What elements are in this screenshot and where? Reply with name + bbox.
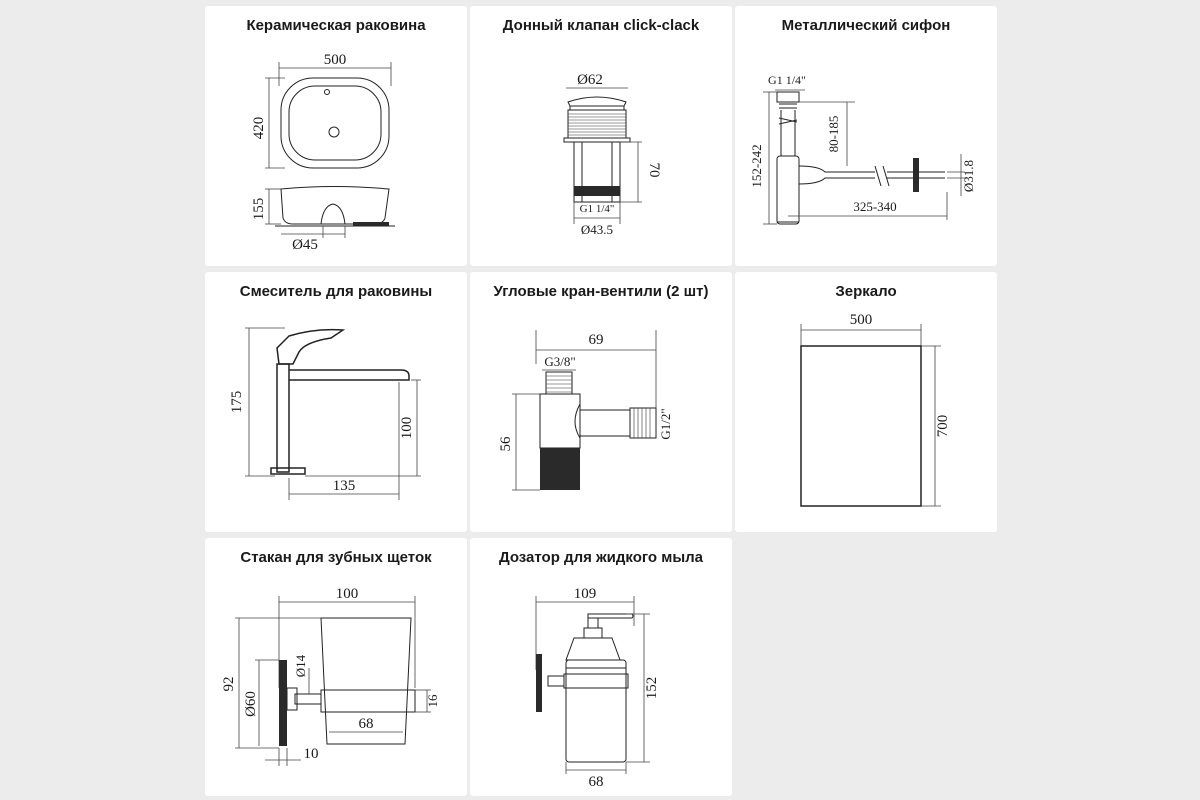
angle-inlet-label: G3/8": [544, 354, 575, 369]
card-sink: Керамическая раковина 500 420: [205, 6, 467, 266]
valve-thread-label: G1 1/4": [580, 203, 615, 215]
valve-drawing: Ø62 70 G1 1/: [563, 72, 662, 237]
faucet-drawing: 175 100 135: [229, 327, 421, 500]
mirror-drawing: 500 700: [800, 312, 951, 507]
valve-height-label: 70: [646, 163, 662, 178]
faucet-spout-label: 100: [399, 417, 415, 440]
sink-drawing: 500 420 155 Ø45: [251, 52, 395, 253]
siphon-thread-label: G1 1/4": [768, 73, 806, 87]
valve-cap-label: Ø62: [577, 72, 603, 88]
dispenser-width-label: 109: [574, 586, 597, 602]
siphon-diameter-label: Ø31.8: [961, 160, 976, 192]
card-title: Донный клапан click-clack: [502, 17, 700, 34]
tumbler-ring-label: 16: [425, 694, 440, 708]
card-title: Дозатор для жидкого мыла: [498, 549, 704, 566]
faucet-reach-label: 135: [333, 478, 356, 494]
mirror-height-label: 700: [935, 415, 951, 438]
card-title: Зеркало: [835, 283, 897, 300]
dispenser-drawing: 109 152 68: [535, 586, 660, 790]
card-title: Стакан для зубных щеток: [240, 549, 432, 566]
angle-valves-drawing: 69 G3/8" G1/2": [498, 330, 673, 491]
dispenser-bottle-label: 68: [589, 774, 604, 790]
angle-outlet-label: G1/2": [658, 408, 673, 439]
card-dispenser: Дозатор для жидкого мыла 109 152: [470, 538, 732, 796]
card-mirror: Зеркало 500 700: [735, 272, 997, 532]
sink-depth-label: 420: [251, 117, 267, 140]
tumbler-offset-label: 10: [304, 746, 319, 762]
tumbler-rod-label: Ø14: [293, 654, 308, 677]
card-faucet: Смеситель для раковины 175 100 135: [205, 272, 467, 532]
siphon-horizontal-label: 325-340: [853, 199, 896, 214]
mirror-width-label: 500: [850, 312, 873, 328]
siphon-height-label: 152-242: [749, 144, 764, 187]
card-title: Угловые кран-вентили (2 шт): [493, 283, 709, 300]
siphon-drawing: G1 1/4" 80-185: [749, 73, 976, 225]
card-siphon: Металлический сифон G1 1/4" 8: [735, 6, 997, 266]
tumbler-width-label: 100: [336, 586, 359, 602]
dispenser-height-label: 152: [644, 677, 660, 700]
sink-width-label: 500: [324, 52, 347, 68]
card-valve: Донный клапан click-clack Ø62: [470, 6, 732, 266]
faucet-height-label: 175: [229, 391, 245, 414]
valve-bottom-label: Ø43.5: [581, 222, 613, 237]
sink-height-label: 155: [251, 198, 267, 221]
card-tumbler: Стакан для зубных щеток 100 92 Ø60: [205, 538, 467, 796]
angle-height-label: 56: [498, 436, 514, 452]
card-title: Керамическая раковина: [246, 17, 426, 34]
tumbler-cup-label: 68: [359, 716, 374, 732]
angle-length-label: 69: [589, 332, 604, 348]
card-title: Смеситель для раковины: [239, 283, 433, 300]
card-title: Металлический сифон: [781, 17, 951, 34]
sink-drain-label: Ø45: [292, 237, 318, 253]
siphon-vertical-label: 80-185: [826, 116, 841, 153]
card-angle-valves: Угловые кран-вентили (2 шт) 69 G3/8": [470, 272, 732, 532]
tumbler-flange-label: Ø60: [243, 691, 259, 717]
tumbler-height-label: 92: [221, 677, 237, 692]
tumbler-drawing: 100 92 Ø60 Ø14 16: [221, 586, 440, 766]
